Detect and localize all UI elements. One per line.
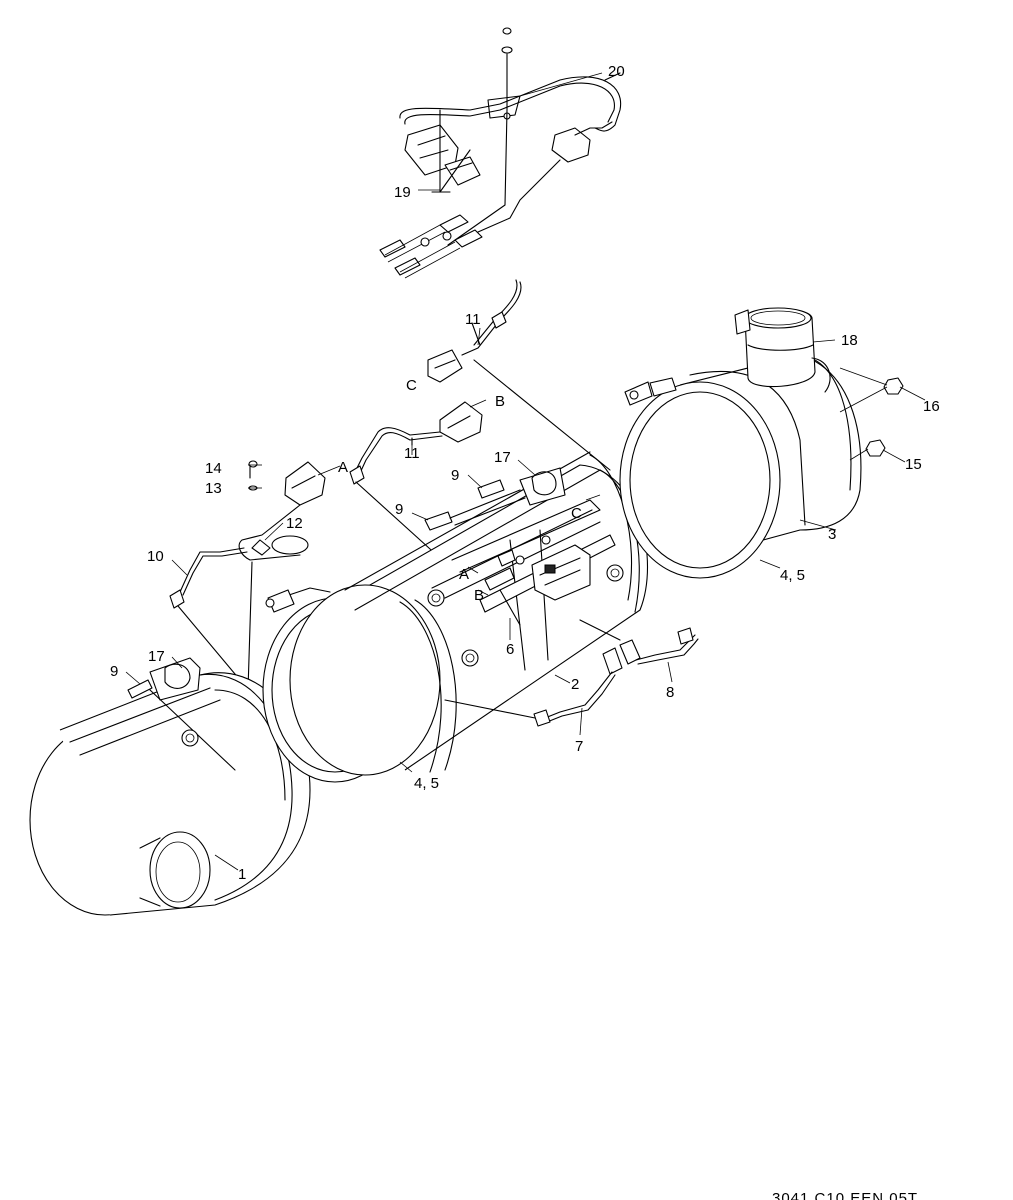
wiring-harness-assembly: [379, 27, 622, 279]
clamp-ring-right: [619, 377, 781, 579]
drawing-code: 3041 C10 EEN 05T: [772, 1190, 918, 1200]
callout-20: 20: [608, 63, 625, 80]
callout-17-left: 17: [148, 648, 165, 665]
mounting-bracket-with-ecu: [479, 534, 616, 626]
callout-14: 14: [205, 460, 222, 477]
dpf-module: [289, 451, 649, 776]
callout-8: 8: [666, 684, 674, 701]
callout-labels: 20 19 11 11 14 13 12 10 17 9 9 9 17 6 2 …: [110, 63, 940, 883]
callout-3: 3: [828, 526, 836, 543]
temperature-sensors-lower: [444, 619, 699, 727]
callout-6: 6: [506, 641, 514, 658]
callout-7: 7: [575, 738, 583, 755]
callout-11-top: 11: [465, 311, 481, 328]
callout-16: 16: [923, 398, 940, 415]
letter-c-upper: C: [406, 377, 417, 394]
callout-2: 2: [571, 676, 579, 693]
callout-18: 18: [841, 332, 858, 349]
callout-19: 19: [394, 184, 411, 201]
callout-12: 12: [286, 515, 303, 532]
connector-letters: C B A C A B: [338, 377, 582, 604]
letter-a-upper: A: [338, 459, 348, 476]
temperature-sensor-assembly: [169, 460, 326, 691]
callout-9-left: 9: [110, 663, 118, 680]
callout-9-mid: 9: [395, 501, 403, 518]
nox-sensor-upper: [427, 279, 611, 471]
letter-a-lower: A: [459, 566, 469, 583]
nuts: [865, 377, 904, 457]
callout-13: 13: [205, 480, 222, 497]
letter-b-upper: B: [495, 393, 505, 410]
nox-sensor-middle: [349, 401, 483, 559]
callout-9-top: 9: [451, 467, 459, 484]
callout-1: 1: [238, 866, 246, 883]
callout-11-mid: 11: [404, 445, 420, 462]
letter-b-lower: B: [474, 587, 484, 604]
callout-17-top: 17: [494, 449, 511, 466]
callout-4-5-left: 4, 5: [414, 775, 439, 792]
callout-4-5-right: 4, 5: [780, 567, 805, 584]
strap-clamps-upper: [424, 467, 601, 573]
inlet-module: [29, 657, 311, 916]
letter-c-lower: C: [571, 505, 582, 522]
callout-10: 10: [147, 548, 164, 565]
callout-15: 15: [905, 456, 922, 473]
leader-lines: [125, 72, 926, 871]
